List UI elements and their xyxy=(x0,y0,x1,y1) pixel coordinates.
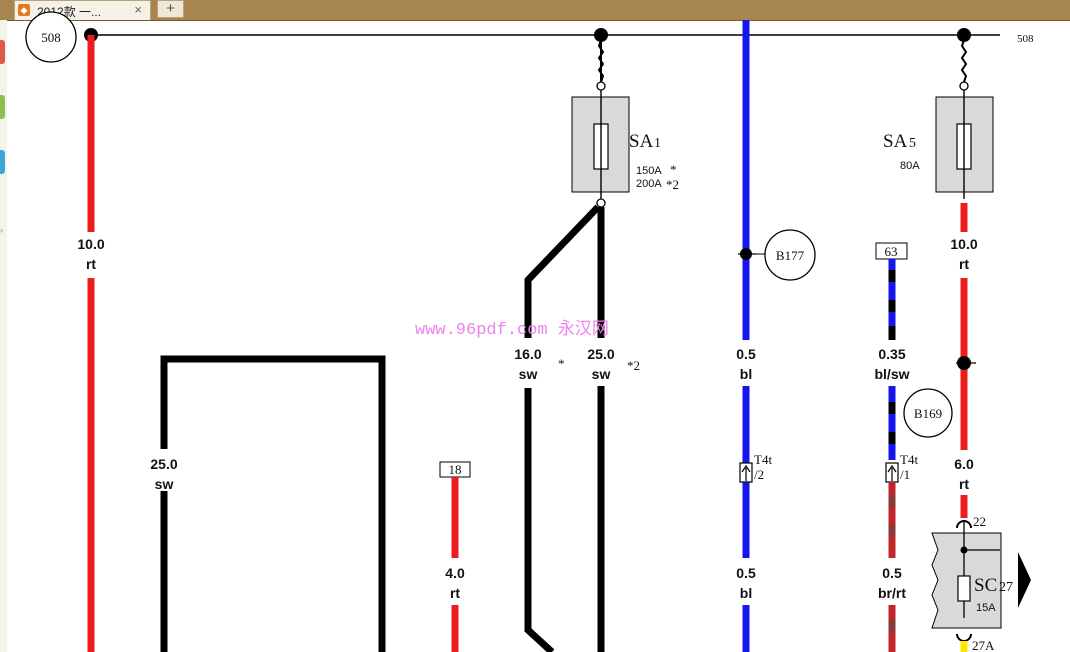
wire-black xyxy=(160,355,386,652)
node-b177-circle xyxy=(764,229,816,281)
wire-color: rt xyxy=(450,585,460,601)
wire-black xyxy=(524,388,555,652)
wire-gauge: 10.0 xyxy=(77,236,104,252)
wire-color: sw xyxy=(519,366,538,382)
wire-gauge: 4.0 xyxy=(445,565,465,581)
node-508-label: 508 xyxy=(41,30,61,45)
wire-gauge: 0.5 xyxy=(882,565,902,581)
fuse-sc27-rating: 15A xyxy=(976,602,996,614)
fuse-sa1-rating1: 150A xyxy=(636,165,662,177)
sidebar-red-icon[interactable] xyxy=(0,40,5,64)
fuse-lead xyxy=(960,39,968,83)
side-toolbar: › xyxy=(0,20,7,652)
wire-black xyxy=(524,204,601,338)
browser-tab-bar: ◆ 2012款 一... × + xyxy=(0,0,1070,21)
fuse-sa5-rating: 80A xyxy=(900,160,920,172)
wire-gauge: 6.0 xyxy=(954,456,974,472)
fuse-sa1-name: SA xyxy=(629,131,654,152)
wire-gauge: 25.0 xyxy=(587,346,614,362)
sc27-pin-bottom: 27A xyxy=(972,638,995,652)
junction-dot xyxy=(740,248,752,260)
junction-dot xyxy=(957,28,971,42)
wire-gauge: 0.5 xyxy=(736,565,756,581)
new-tab-button[interactable]: + xyxy=(157,0,184,18)
wire-color: bl xyxy=(740,585,752,601)
connector-t4t-name: T4t xyxy=(900,452,918,467)
fuse-sa1-mark2: *2 xyxy=(666,177,679,192)
sidebar-glyph-icon: › xyxy=(0,225,3,235)
node-b169-circle xyxy=(903,388,953,438)
junction-dot xyxy=(957,356,971,370)
wire-color: sw xyxy=(592,366,611,382)
node-b177-label: B177 xyxy=(776,248,805,263)
fuse-sa1-sub: 1 xyxy=(654,136,661,151)
wire-color: rt xyxy=(959,476,969,492)
connector-t4t-name: T4t xyxy=(754,452,772,467)
wire-gauge: 0.35 xyxy=(878,346,905,362)
node-508-end-label: 508 xyxy=(1017,33,1034,45)
node-b169-label: B169 xyxy=(914,406,942,421)
wire-color: bl xyxy=(740,366,752,382)
wire-color: br/rt xyxy=(878,585,906,601)
document-icon: ◆ xyxy=(18,4,30,16)
wire-gauge: 16.0 xyxy=(514,346,541,362)
wire-gauge: 0.5 xyxy=(736,346,756,362)
node-508-circle xyxy=(25,11,77,63)
fuse-sa1-rating2: 200A xyxy=(636,178,662,190)
connector-t4t-pin: /1 xyxy=(900,467,910,482)
wire-mark: *2 xyxy=(627,358,640,373)
wire-gauge: 25.0 xyxy=(150,456,177,472)
close-tab-icon[interactable]: × xyxy=(134,2,142,17)
fuse-sa5-sub: 5 xyxy=(909,136,916,151)
fuse-sc27-sub: 27 xyxy=(999,580,1013,595)
wire-mark: * xyxy=(558,356,565,371)
wire-gauge: 10.0 xyxy=(950,236,977,252)
fuse-sc27-name: SC xyxy=(974,575,997,596)
wire-color: rt xyxy=(959,256,969,272)
sidebar-green-icon[interactable] xyxy=(0,95,5,119)
fuse-sa1-mark1: * xyxy=(670,162,677,177)
fuse-sa5-name: SA xyxy=(883,131,908,152)
connector-box-63-label: 63 xyxy=(885,244,898,259)
fuse-lead xyxy=(597,39,605,83)
wire-color: sw xyxy=(155,476,174,492)
wire-color: rt xyxy=(86,256,96,272)
sc27-pin-top: 22 xyxy=(973,514,986,529)
wire-color: bl/sw xyxy=(874,366,909,382)
sidebar-blue-icon[interactable] xyxy=(0,150,5,174)
connector-t4t-pin: /2 xyxy=(754,467,764,482)
watermark-text: www.96pdf.com 永汉网 xyxy=(415,319,609,340)
continue-arrow-icon xyxy=(1018,552,1031,608)
connector-box-18-label: 18 xyxy=(449,462,462,477)
